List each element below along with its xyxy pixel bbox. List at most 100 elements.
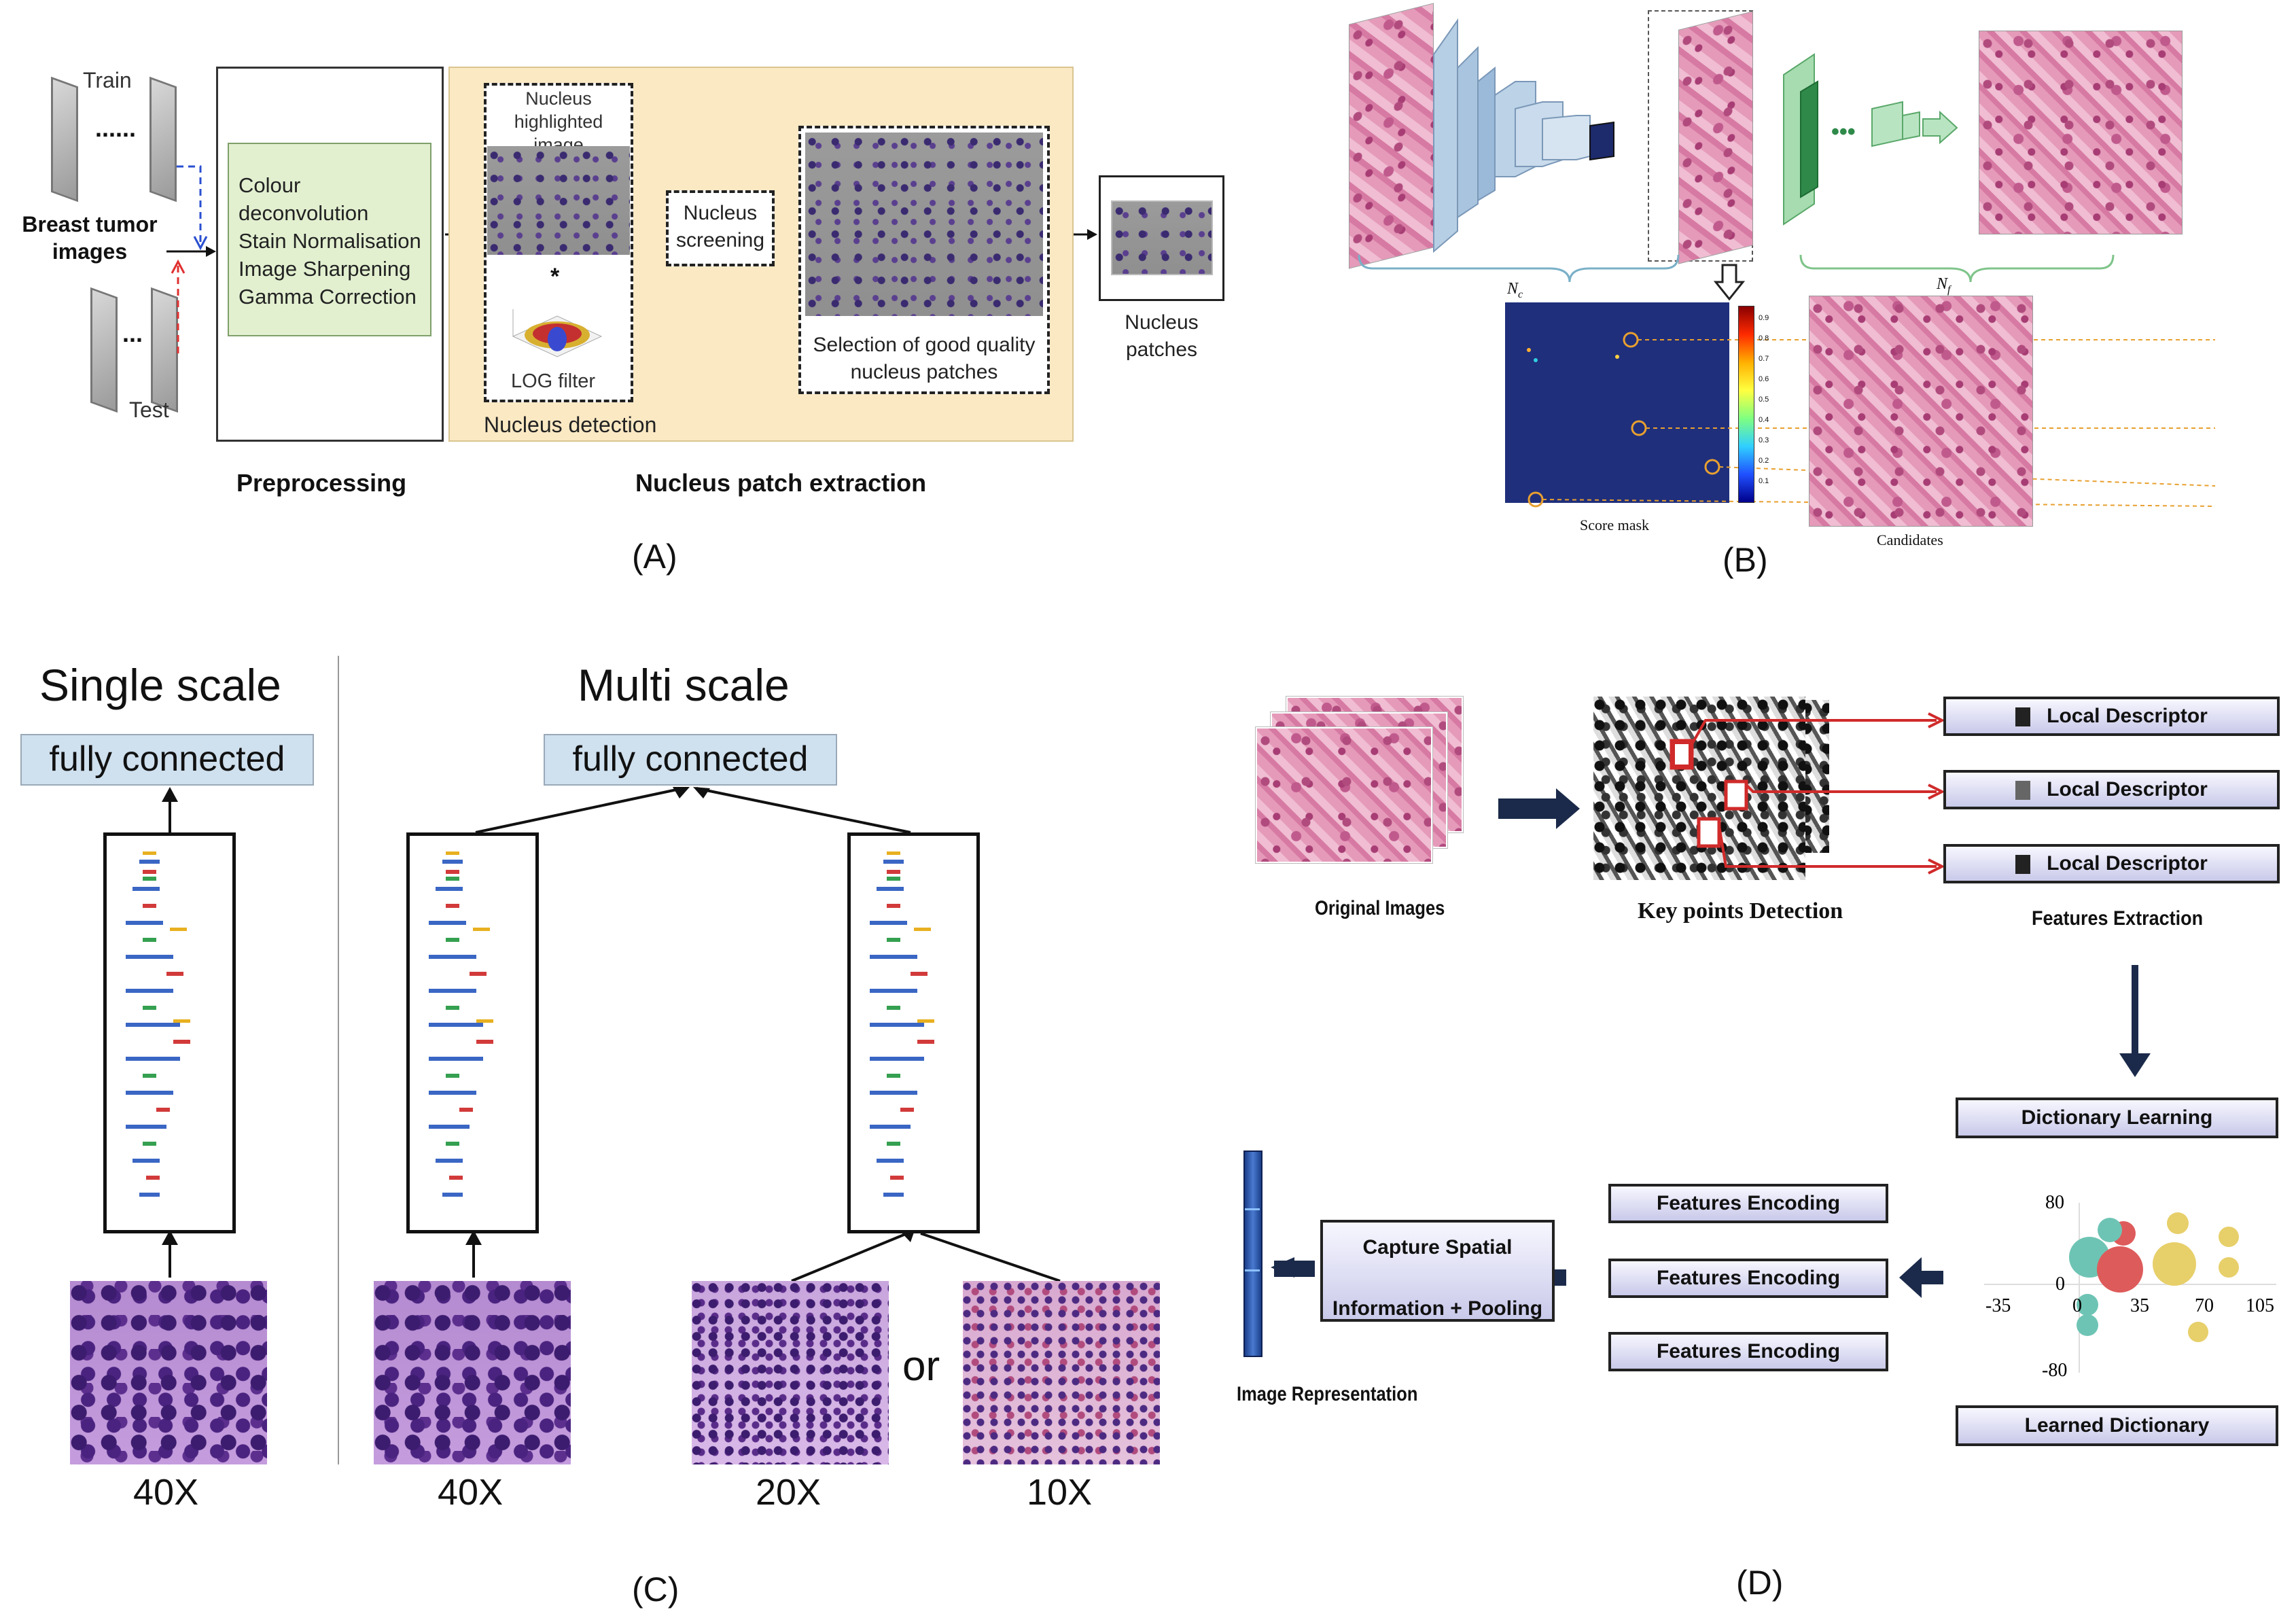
score-mask-label: Score mask [1580, 516, 1650, 533]
step-image-sharpening: Image Sharpening [239, 257, 411, 281]
keypoints-label: Key points Detection [1638, 898, 1843, 924]
local-descriptor-3: Local Descriptor [1943, 844, 2280, 883]
log-filter-plot [512, 309, 603, 357]
tissue-40x-single [70, 1281, 267, 1464]
bubble-x-tick: 35 [2130, 1295, 2149, 1316]
colorbar [1738, 306, 1754, 503]
bubble-x-tick: -35 [1985, 1295, 2011, 1316]
train-dots: ...... [95, 114, 137, 142]
nc-label: Nc [1507, 280, 1523, 300]
panel-b-braces [1358, 254, 2115, 283]
tissue-40x-multi [374, 1281, 571, 1464]
local-descriptor-2: Local Descriptor [1943, 770, 2280, 809]
dictionary-learning-box: Dictionary Learning [1956, 1097, 2278, 1138]
candidates-label: Candidates [1877, 531, 1943, 548]
down-arrow-icon [1713, 264, 1746, 301]
keypoint-image-front [1593, 697, 1805, 880]
features-encoding-1: Features Encoding [1608, 1184, 1888, 1223]
mag-20x: 20X [756, 1472, 822, 1513]
colorbar-tick: 0.9 [1759, 314, 1769, 322]
colorbar-tick: 0.2 [1759, 457, 1769, 465]
features-encoding-2: Features Encoding [1608, 1259, 1888, 1298]
representation-divider-1 [1245, 1208, 1260, 1210]
network-graph-2 [429, 851, 493, 1197]
preprocessing-label: Preprocessing [236, 469, 407, 497]
capture-line-1: Capture Spatial [1362, 1236, 1513, 1259]
network-graph-1 [126, 851, 190, 1197]
score-tissue-image [1678, 11, 1753, 264]
selection-label: Selection of good quality nucleus patche… [813, 334, 1036, 383]
tissue-10x [963, 1281, 1160, 1464]
local-descriptor-label: Local Descriptor [2047, 705, 2208, 727]
features-encoding-3: Features Encoding [1608, 1332, 1888, 1371]
image-representation-label: Image Representation [1237, 1383, 1418, 1405]
candidates-image [1809, 296, 2033, 527]
scale-divider [338, 656, 339, 1464]
mag-10x: 10X [1027, 1472, 1093, 1513]
descriptor-thumb-icon [2015, 707, 2031, 727]
image-representation-bar [1243, 1150, 1262, 1357]
colorbar-tick: 0.8 [1759, 334, 1769, 342]
nucleus-screening-box [666, 190, 775, 266]
representation-divider-2 [1245, 1269, 1260, 1271]
single-scale-title: Single scale [39, 660, 281, 710]
svg-text:•••: ••• [1831, 119, 1856, 145]
descriptor-thumb-icon [2015, 781, 2031, 801]
bubble-x-tick: 105 [2246, 1295, 2274, 1316]
nucleus-patches-label: Nucleus patches [1125, 311, 1199, 361]
colorbar-tick: 0.7 [1759, 355, 1769, 363]
preprocessing-steps-box: Colour deconvolution Stain Normalisation… [228, 143, 431, 336]
panel-d-caption: (D) [1736, 1564, 1784, 1602]
local-descriptor-label: Local Descriptor [2047, 852, 2208, 875]
input-label: Breast tumor images [22, 212, 158, 264]
local-descriptor-label: Local Descriptor [2047, 778, 2208, 801]
patch-selection-image [805, 133, 1043, 316]
colorbar-tick: 0.4 [1759, 416, 1769, 424]
bubble-y-tick: 0 [2055, 1274, 2065, 1295]
network-box-multi-1 [406, 832, 539, 1233]
colorbar-tick: 0.5 [1759, 396, 1769, 404]
learned-dictionary-box: Learned Dictionary [1956, 1405, 2278, 1446]
network-graph-3 [870, 851, 934, 1197]
panel-d-arrows [1271, 712, 2151, 1298]
log-filter-label: LOG filter [511, 370, 596, 392]
bubble-x-tick: 70 [2195, 1295, 2214, 1316]
score-mask-image [1505, 302, 1729, 503]
nucleus-patches-grid [1111, 200, 1213, 275]
capture-line-2: Information + Pooling [1332, 1297, 1543, 1320]
nucleus-screening-label: Nucleus screening [675, 202, 765, 251]
tissue-20x [692, 1281, 889, 1464]
learned-dictionary-chart: 80 0 -80 -35 0 35 70 105 [1984, 1192, 2276, 1381]
colorbar-tick: 0.6 [1759, 375, 1769, 383]
network-box-multi-2 [847, 832, 980, 1233]
bubble-y-tick: -80 [2042, 1360, 2067, 1381]
nucleus-detection-label: Nucleus detection [484, 412, 657, 437]
colorbar-ticks: 0.9 0.8 0.7 0.6 0.5 0.4 0.3 0.2 0.1 [1759, 314, 1786, 497]
panel-c-arrows [162, 787, 1061, 1282]
step-colour-deconvolution: Colour deconvolution [239, 173, 369, 225]
or-label: or [902, 1343, 940, 1390]
colorbar-tick: 0.3 [1759, 436, 1769, 444]
multi-scale-title: Multi scale [578, 660, 790, 710]
colorbar-tick: 0.1 [1759, 477, 1769, 485]
panel-b-caption: (B) [1723, 541, 1768, 579]
test-dots: ... [122, 319, 143, 347]
panel-c-caption: (C) [632, 1570, 679, 1609]
step-stain-normalisation: Stain Normalisation [239, 229, 421, 253]
fc-single: fully connected [20, 734, 314, 786]
fc-multi: fully connected [544, 734, 837, 786]
mag-40x-multi: 40X [438, 1472, 504, 1513]
encoder-network [1433, 18, 1614, 253]
network-box-single [103, 832, 236, 1233]
output-tissue-image [1979, 31, 2183, 234]
bubble-y-tick: 80 [2045, 1192, 2064, 1213]
original-images-label: Original Images [1315, 897, 1445, 919]
capture-spatial-box: Capture Spatial Information + Pooling [1320, 1220, 1555, 1322]
bubble-x-tick: 0 [2072, 1295, 2082, 1316]
refine-network: ••• [1783, 53, 1958, 226]
convolution-star: * [550, 264, 560, 289]
input-tissue-image [1349, 3, 1434, 269]
keypoint-box-1 [1672, 741, 1692, 768]
nucleus-highlighted-image [487, 146, 630, 255]
step-gamma-correction: Gamma Correction [239, 285, 417, 309]
